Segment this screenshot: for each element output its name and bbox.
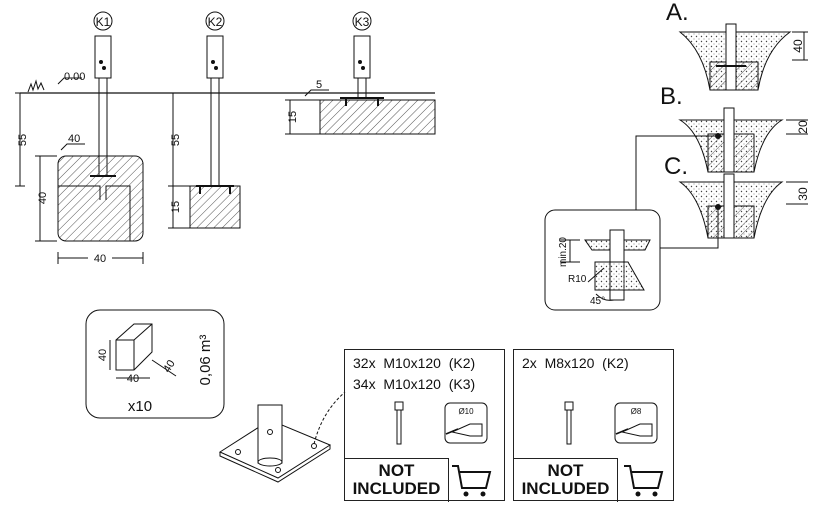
variant-a: A. 40	[666, 0, 808, 91]
variant-c-dim: 30	[796, 187, 810, 201]
k1-offset-label: 40	[68, 133, 80, 145]
variant-b-dim: 20	[796, 120, 810, 134]
kit2-drill-label: Ø8	[631, 407, 642, 416]
concrete-volume-label: 0,06 m³	[197, 335, 214, 386]
variant-b-label: B.	[660, 83, 683, 110]
detail-radius-label: R10	[568, 274, 587, 285]
k1-block-width-label: 40	[94, 253, 106, 265]
concrete-volume: 40 40 40 0,06 m³ x10	[85, 309, 225, 419]
concrete-count-label: x10	[128, 398, 152, 415]
concrete-height-label: 40	[97, 349, 109, 361]
post-k3: K3	[319, 11, 436, 135]
k1-depth-label: 55	[17, 134, 29, 146]
kit1-not-included: NOT INCLUDED	[345, 458, 449, 502]
kit2-not-included: NOT INCLUDED	[514, 458, 618, 502]
k2-depth-label: 55	[170, 134, 182, 146]
base-plate	[218, 391, 346, 483]
variant-c: C. 30	[664, 153, 810, 239]
k3-offset-label: 5	[316, 79, 322, 91]
bolt-icon	[394, 401, 404, 445]
k3-label: K3	[355, 15, 370, 29]
variant-a-label: A.	[666, 0, 689, 26]
k3-slab-label: 15	[287, 111, 299, 123]
cart-icon	[452, 465, 492, 497]
bolt-icon	[564, 401, 574, 445]
k2-footing	[189, 185, 241, 229]
concrete-width-label: 40	[127, 373, 139, 385]
k1-block-height-label: 40	[37, 192, 49, 204]
k2-label: K2	[208, 15, 223, 29]
kit1-panel: 32x M10x120 (K2) 34x M10x120 (K3) NOT IN…	[344, 349, 505, 502]
concrete-depth-label: 40	[161, 358, 178, 375]
k2-footing-label: 15	[170, 201, 182, 213]
kit2-line: 2x M8x120 (K2)	[522, 355, 629, 371]
kit2-panel: 2x M8x120 (K2) NOT INCLUDED	[513, 349, 674, 502]
post-k1: K1	[57, 11, 144, 242]
drill-icon: Ø8	[614, 402, 658, 444]
kit1-line: 32x M10x120 (K2)	[353, 355, 476, 371]
grass-icon	[27, 79, 45, 93]
variant-c-label: C.	[664, 153, 688, 180]
variant-a-dim: 40	[791, 39, 805, 53]
k1-label: K1	[96, 15, 111, 29]
detail-min-label: min.20	[558, 237, 569, 267]
kit1-line: 34x M10x120 (K3)	[353, 376, 476, 392]
kit1-drill-label: Ø10	[458, 407, 474, 416]
k1-level-label: 0.00	[64, 71, 85, 83]
detail-angle-label: 45°	[590, 296, 605, 307]
anchor-detail: min.20 R10 45°	[544, 209, 661, 311]
cart-icon	[624, 465, 664, 497]
drill-icon: Ø10	[444, 402, 488, 444]
post-k2: K2	[189, 11, 241, 229]
